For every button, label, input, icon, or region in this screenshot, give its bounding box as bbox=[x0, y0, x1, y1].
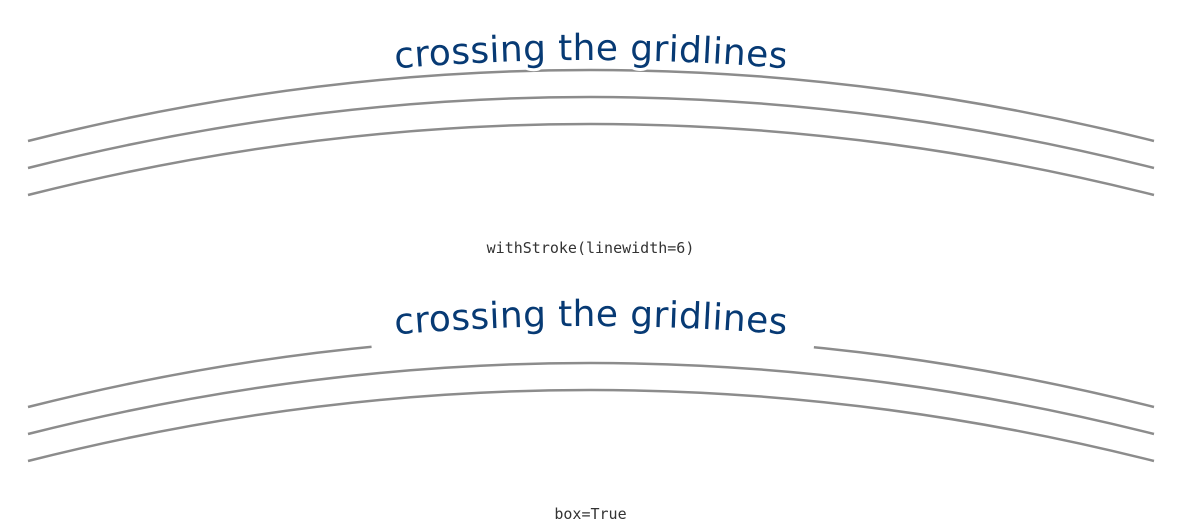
gridline bbox=[27, 388, 1155, 463]
gridline bbox=[27, 122, 1155, 197]
gridline bbox=[27, 95, 1155, 170]
gridlines-top bbox=[27, 68, 1155, 197]
stroke-diagram: crossing the gridlines crossing the grid… bbox=[27, 28, 1155, 197]
caption-stroke: withStroke(linewidth=6) bbox=[486, 239, 695, 257]
box-panel: crossing the gridlines box=True bbox=[0, 266, 1181, 531]
gridline bbox=[27, 334, 1155, 409]
gridline bbox=[27, 68, 1155, 143]
box-diagram: crossing the gridlines bbox=[27, 294, 1155, 463]
caption-box: box=True bbox=[554, 505, 627, 523]
gridlines-bottom bbox=[27, 334, 1155, 463]
gridline bbox=[27, 361, 1155, 436]
stroke-panel: crossing the gridlines crossing the grid… bbox=[27, 28, 1155, 257]
